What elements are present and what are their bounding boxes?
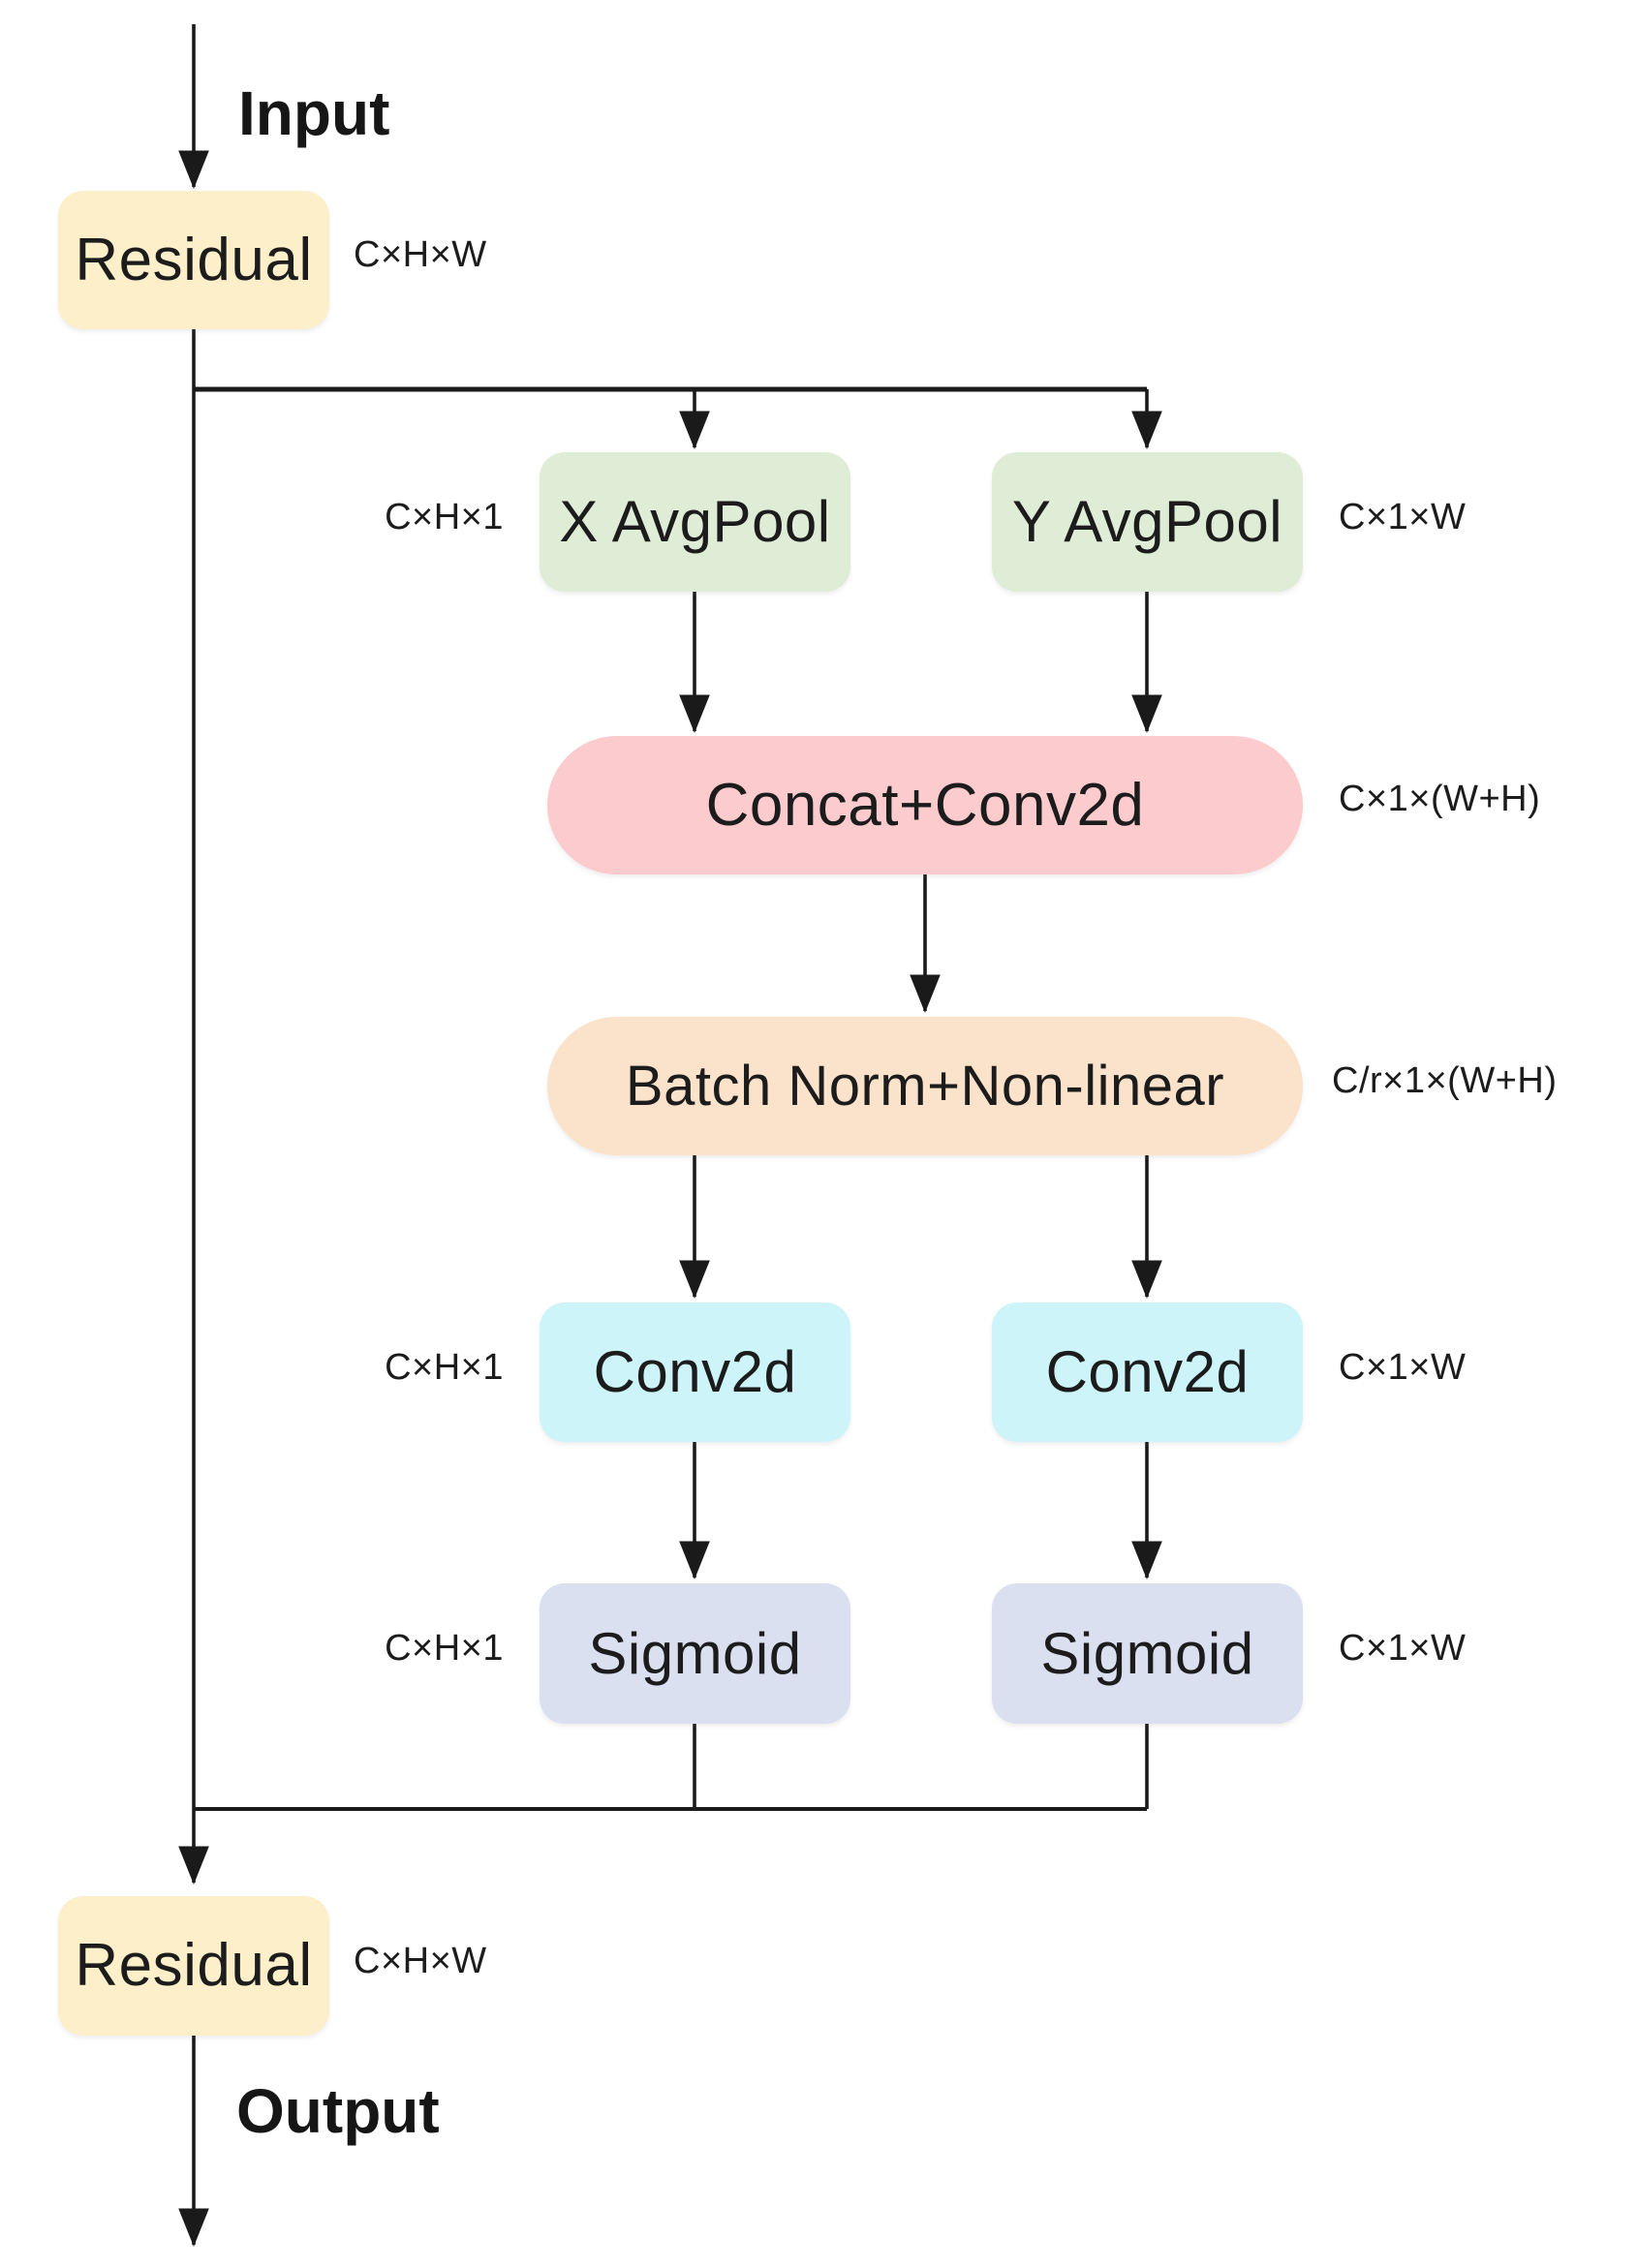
sigmoid-left-dim: C×H×1 xyxy=(385,1628,504,1669)
x-avgpool-label: X AvgPool xyxy=(559,489,831,554)
batchnorm-nonlinear-label: Batch Norm+Non-linear xyxy=(625,1054,1225,1118)
sigmoid-right-dim: C×1×W xyxy=(1339,1628,1467,1669)
input-label: Input xyxy=(238,78,390,148)
conv2d-right-dim: C×1×W xyxy=(1339,1347,1467,1388)
residual-bottom-label: Residual xyxy=(75,1932,313,1999)
concat-conv2d-dim: C×1×(W+H) xyxy=(1339,779,1541,819)
batchnorm-nonlinear-node: Batch Norm+Non-linear xyxy=(547,1017,1303,1155)
y-avgpool-label: Y AvgPool xyxy=(1011,489,1283,554)
output-label: Output xyxy=(236,2076,440,2146)
y-avgpool-node: Y AvgPool xyxy=(992,452,1303,592)
residual-top-label: Residual xyxy=(75,226,313,293)
x-avgpool-dim: C×H×1 xyxy=(385,497,504,537)
sigmoid-left-label: Sigmoid xyxy=(588,1620,802,1686)
conv2d-left-node: Conv2d xyxy=(540,1303,850,1442)
concat-conv2d-node: Concat+Conv2d xyxy=(547,736,1303,874)
conv2d-right-label: Conv2d xyxy=(1045,1339,1250,1404)
residual-top-node: Residual xyxy=(58,191,329,329)
sigmoid-right-label: Sigmoid xyxy=(1040,1620,1254,1686)
residual-bottom-dim: C×H×W xyxy=(354,1941,487,1981)
residual-bottom-node: Residual xyxy=(58,1896,329,2036)
sigmoid-left-node: Sigmoid xyxy=(540,1583,850,1724)
residual-top-dim: C×H×W xyxy=(354,234,487,275)
conv2d-right-node: Conv2d xyxy=(992,1303,1303,1442)
y-avgpool-dim: C×1×W xyxy=(1339,497,1467,537)
concat-conv2d-label: Concat+Conv2d xyxy=(705,771,1145,839)
conv2d-left-dim: C×H×1 xyxy=(385,1347,504,1388)
sigmoid-right-node: Sigmoid xyxy=(992,1583,1303,1724)
x-avgpool-node: X AvgPool xyxy=(540,452,850,592)
batchnorm-nonlinear-dim: C/r×1×(W+H) xyxy=(1332,1060,1558,1101)
conv2d-left-label: Conv2d xyxy=(593,1339,797,1404)
